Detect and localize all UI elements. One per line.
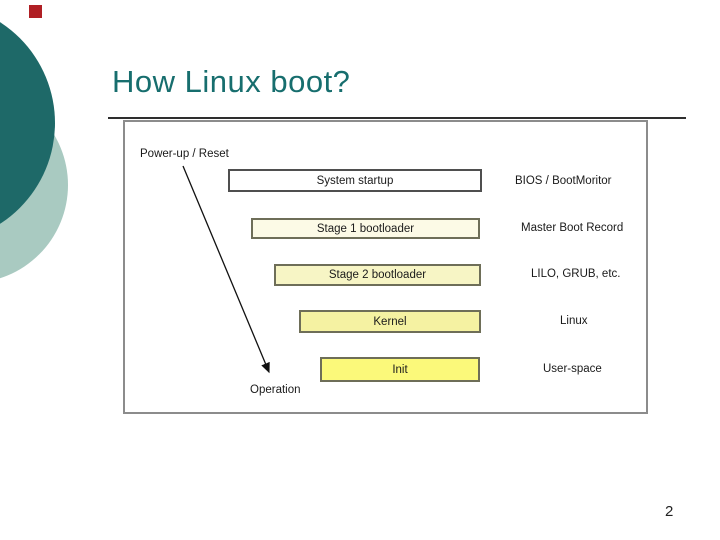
template-red-square [29, 5, 42, 18]
side-label-master-boot-record: Master Boot Record [521, 222, 624, 234]
page-title: How Linux boot? [112, 64, 351, 99]
side-label-lilo-grub: LILO, GRUB, etc. [531, 268, 621, 280]
operation-label: Operation [250, 384, 301, 396]
flow-box-stage2-bootloader: Stage 2 bootloader [274, 264, 481, 286]
flow-box-kernel: Kernel [299, 310, 481, 333]
boot-process-diagram: Power-up / Reset System startup BIOS / B… [123, 120, 648, 414]
side-label-user-space: User-space [543, 363, 602, 375]
side-label-linux: Linux [560, 315, 588, 327]
side-label-bios: BIOS / BootMoritor [515, 175, 612, 187]
flow-box-init: Init [320, 357, 480, 382]
page-number: 2 [665, 503, 674, 520]
flow-box-stage1-bootloader: Stage 1 bootloader [251, 218, 480, 239]
powerup-to-operation-arrow [182, 165, 270, 374]
flow-box-system-startup: System startup [228, 169, 482, 192]
title-underline [108, 117, 686, 119]
power-up-reset-label: Power-up / Reset [140, 148, 229, 160]
